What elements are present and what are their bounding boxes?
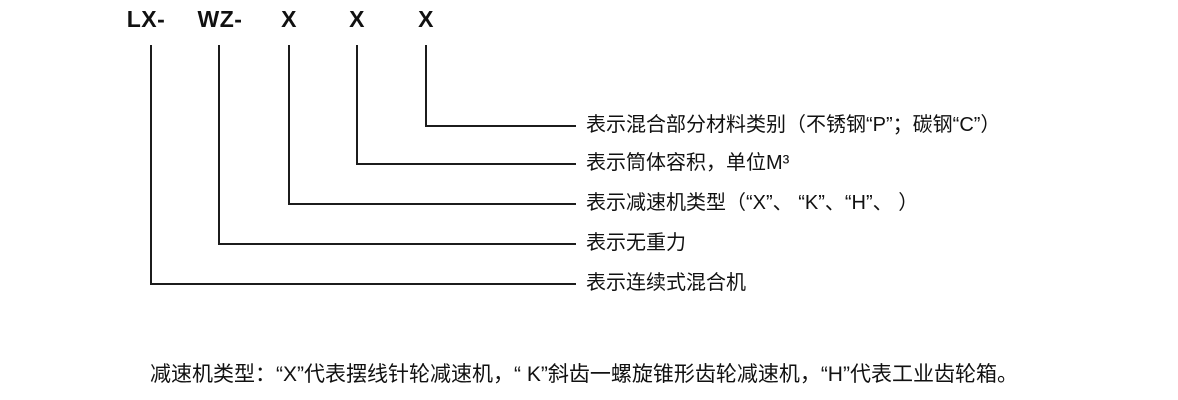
connector-vline-wz	[218, 45, 220, 243]
code-part-label-x3: X	[418, 6, 434, 32]
connector-hline-x3	[425, 125, 576, 127]
code-part-label-x1: X	[281, 6, 297, 32]
desc-material-category: 表示混合部分材料类别（不锈钢“P”；碳钢“C”）	[586, 114, 1001, 136]
connector-hline-x2	[356, 163, 576, 165]
connector-vline-x3	[425, 45, 427, 125]
desc-barrel-volume: 表示筒体容积，单位M³	[586, 152, 790, 174]
connector-vline-x1	[288, 45, 290, 203]
code-part-label-wz: WZ-	[197, 6, 243, 32]
connector-hline-x1	[288, 203, 576, 205]
connector-vline-x2	[356, 45, 358, 163]
footnote-reducer-types: 减速机类型：“X”代表摆线针轮减速机，“ K”斜齿一螺旋锥形齿轮减速机，“H”代…	[150, 363, 1018, 386]
desc-continuous-mixer: 表示连续式混合机	[586, 272, 746, 294]
connector-hline-lx	[150, 283, 576, 285]
connector-vline-lx	[150, 45, 152, 283]
connector-hline-wz	[218, 243, 576, 245]
desc-reducer-type: 表示减速机类型（“X”、 “K”、“H”、 ）	[586, 192, 919, 214]
code-part-label-lx: LX-	[126, 6, 166, 32]
desc-zero-gravity: 表示无重力	[586, 232, 686, 254]
code-part-label-x2: X	[349, 6, 365, 32]
